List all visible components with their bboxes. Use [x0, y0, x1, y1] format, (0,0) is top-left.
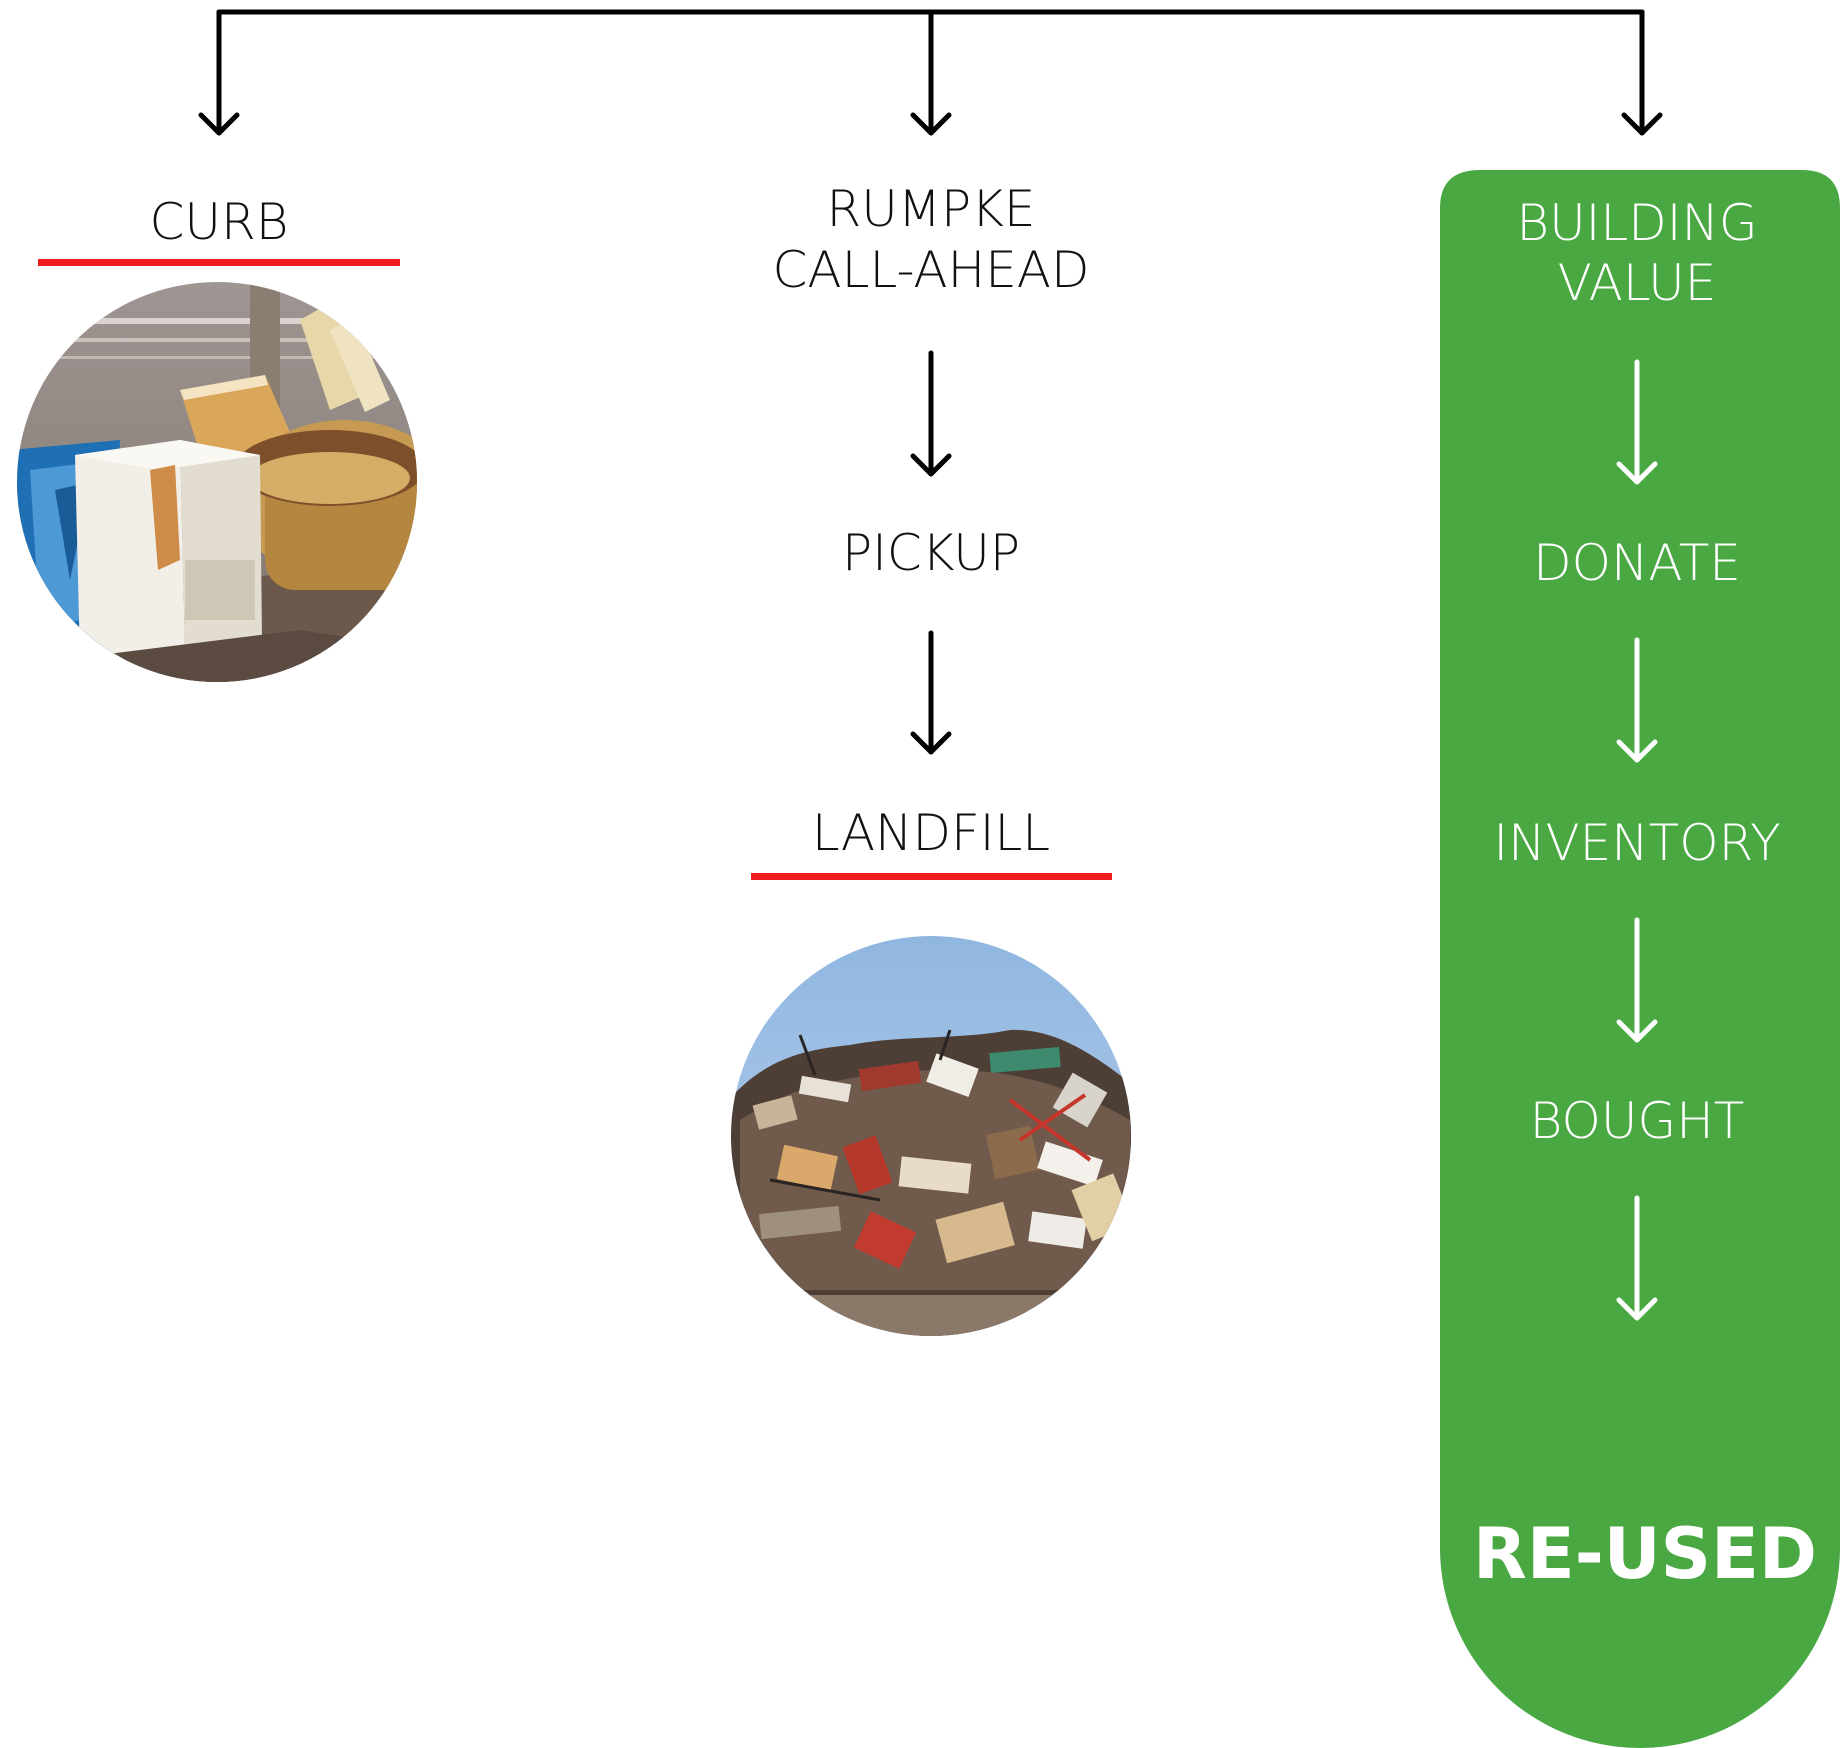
curb-underline — [38, 259, 400, 266]
arrow-down-icon — [1616, 917, 1658, 1043]
arrow-down-icon — [910, 350, 952, 477]
pickup-label: PICKUP — [842, 524, 1020, 582]
donate-label: DONATE — [1533, 534, 1741, 592]
arrow-down-icon — [1621, 112, 1663, 136]
curb-photo — [17, 282, 417, 682]
landfill-photo — [731, 936, 1131, 1336]
reused-label: RE-USED — [1473, 1513, 1817, 1595]
arrow-down-icon — [910, 112, 952, 136]
arrow-down-icon — [198, 112, 240, 136]
arrow-down-icon — [1616, 1195, 1658, 1321]
top-branch-connector — [216, 9, 1645, 136]
building-value-label-line1: BUILDING — [1516, 194, 1757, 252]
inventory-label: INVENTORY — [1493, 814, 1780, 872]
building-value-label-line2: VALUE — [1558, 254, 1717, 312]
arrow-down-icon — [1616, 359, 1658, 485]
landfill-underline — [751, 873, 1112, 880]
bought-label: BOUGHT — [1530, 1092, 1745, 1150]
rumpke-label-line2: CALL-AHEAD — [773, 241, 1090, 299]
landfill-label: LANDFILL — [812, 804, 1050, 862]
building-value-panel — [1440, 170, 1840, 1748]
arrow-down-icon — [910, 630, 952, 755]
arrow-down-icon — [1616, 637, 1658, 763]
rumpke-label-line1: RUMPKE — [826, 180, 1035, 238]
curb-label: CURB — [150, 193, 289, 251]
